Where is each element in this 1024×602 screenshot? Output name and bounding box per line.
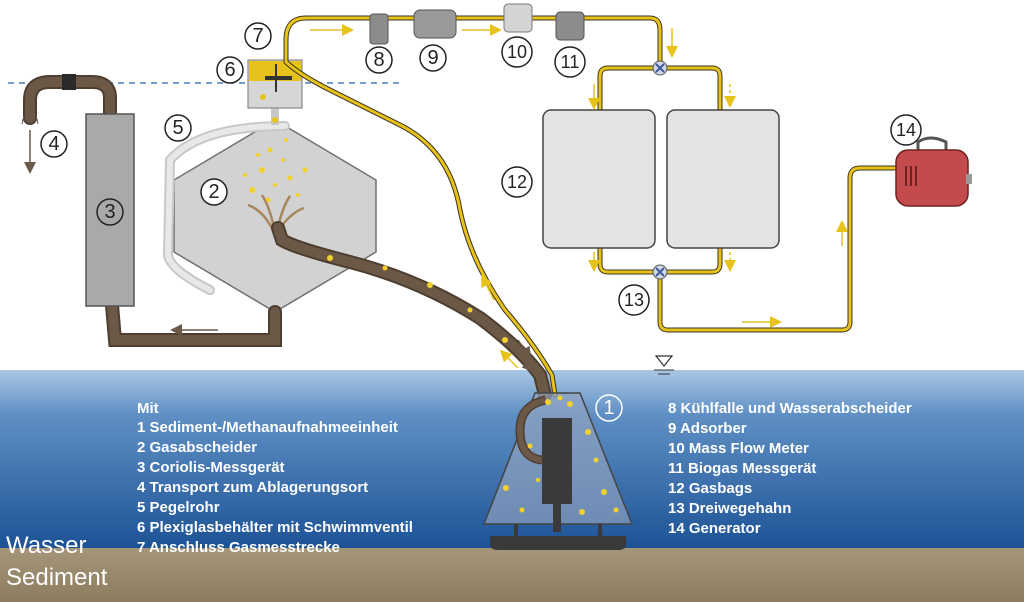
legend-left-4: 4 Transport zum Ablagerungsort [137, 479, 368, 496]
svg-text:8: 8 [373, 49, 384, 71]
svg-text:13: 13 [624, 290, 644, 310]
svg-text:2: 2 [208, 181, 219, 203]
biogas-meter [555, 11, 585, 41]
callout-4: 4 [40, 130, 68, 158]
legend-right-5: 13 Dreiwegehahn [668, 500, 791, 517]
water-level-symbol [654, 355, 674, 375]
callout-9: 9 [419, 44, 447, 72]
legend-left-6: 6 Plexiglasbehälter mit Schwimmventil [137, 519, 413, 536]
legend-right-6: 14 Generator [668, 520, 761, 537]
svg-text:4: 4 [48, 133, 59, 155]
svg-text:6: 6 [224, 59, 235, 81]
callout-5: 5 [164, 114, 192, 142]
callout-11: 11 [554, 46, 586, 78]
legend-left-1: 1 Sediment-/Methanaufnahmeeinheit [137, 419, 398, 436]
sediment-pipe [23, 75, 552, 402]
three-way-valve-bottom [652, 264, 668, 280]
legend-right: 8 Kühlfalle und Wasserabscheider 9 Adsor… [668, 400, 912, 537]
svg-text:3: 3 [104, 201, 115, 223]
pipe-bubbles [327, 255, 508, 343]
coriolis-meter [85, 113, 135, 307]
legend-right-2: 10 Mass Flow Meter [668, 440, 809, 457]
legend-left-3: 3 Coriolis-Messgerät [137, 459, 285, 476]
cold-trap [369, 13, 389, 45]
callout-14: 14 [890, 114, 922, 146]
callout-7: 7 [244, 22, 272, 50]
svg-text:1: 1 [603, 397, 614, 419]
gas-flow-arrows [310, 24, 848, 369]
callout-2: 2 [200, 178, 228, 206]
pipe-coupling [62, 74, 76, 90]
adsorber [413, 9, 457, 39]
sediment-layer [0, 548, 1024, 602]
legend-left-2: 2 Gasabscheider [137, 439, 257, 456]
legend-left-5: 5 Pegelrohr [137, 499, 220, 516]
legend-left: Mit 1 Sediment-/Methanaufnahmeeinheit 2 … [137, 400, 413, 556]
callout-13: 13 [618, 284, 650, 316]
callout-12: 12 [501, 166, 533, 198]
callout-8: 8 [365, 46, 393, 74]
separator-bubbles [243, 138, 308, 203]
legend-right-4: 12 Gasbags [668, 480, 752, 497]
legend-left-0: Mit [137, 400, 159, 417]
slurry-flow-arrows [515, 339, 534, 373]
callout-1: 1 [595, 394, 623, 422]
gas-bag-right [666, 109, 780, 249]
water-label: Wasser [6, 532, 86, 559]
callout-10: 10 [501, 36, 533, 68]
callout-3: 3 [96, 198, 124, 226]
generator [895, 136, 972, 207]
svg-text:11: 11 [561, 52, 580, 72]
svg-text:7: 7 [252, 25, 263, 47]
callout-6: 6 [216, 56, 244, 84]
svg-text:9: 9 [427, 47, 438, 69]
gas-line [283, 15, 899, 398]
legend-left-7: 7 Anschluss Gasmesstrecke [137, 539, 340, 556]
three-way-valve-top [652, 60, 668, 76]
svg-text:12: 12 [507, 172, 527, 192]
svg-text:14: 14 [896, 120, 916, 140]
svg-text:5: 5 [172, 117, 183, 139]
legend-right-1: 9 Adsorber [668, 420, 747, 437]
mass-flow-meter [503, 3, 533, 33]
intake-unit [482, 392, 634, 550]
sediment-label: Sediment [6, 564, 108, 591]
legend-right-3: 11 Biogas Messgerät [668, 460, 816, 477]
svg-text:10: 10 [507, 42, 527, 62]
intake-bubbles [503, 395, 619, 515]
gas-bag-left [542, 109, 656, 249]
legend-right-0: 8 Kühlfalle und Wasserabscheider [668, 400, 912, 417]
